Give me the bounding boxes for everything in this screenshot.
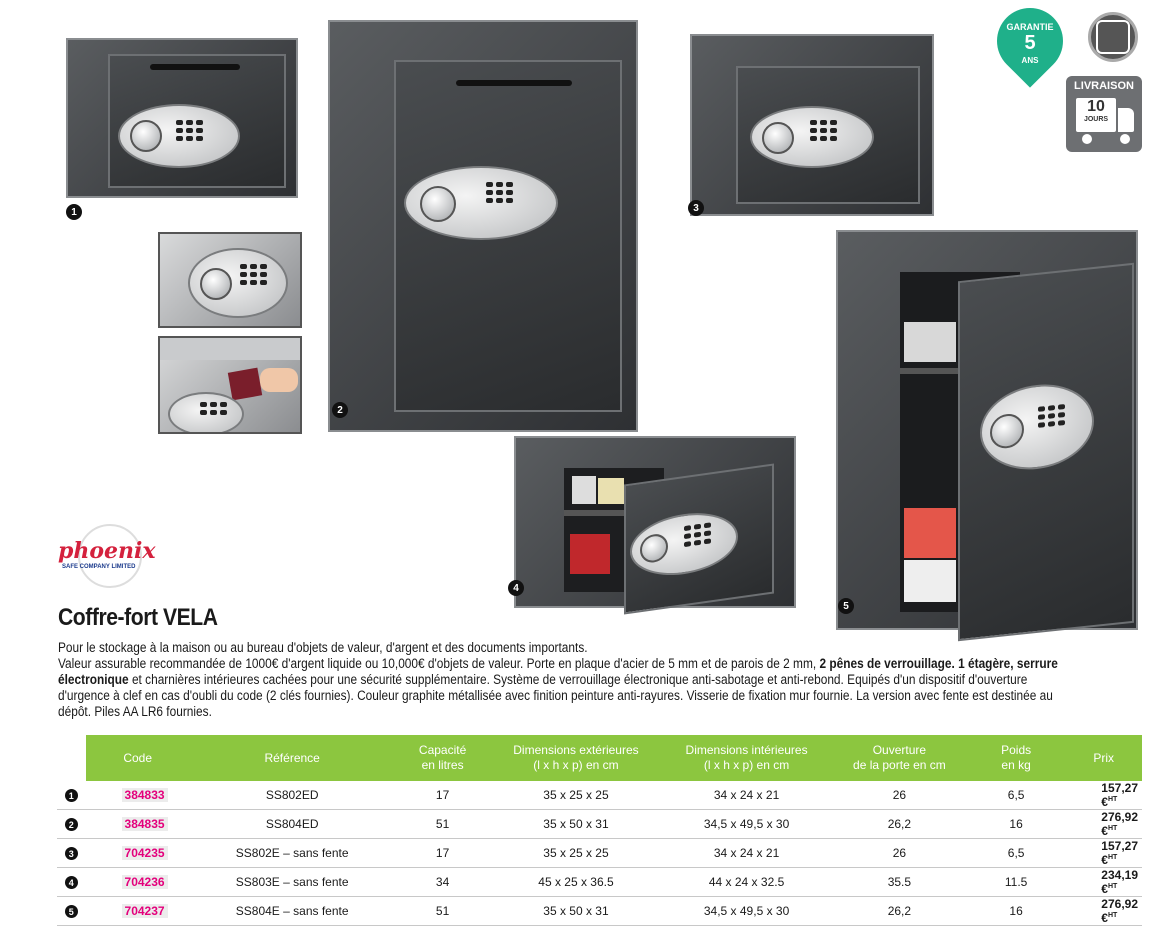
brand-name: phoenix (58, 538, 156, 564)
image-number-5: 5 (838, 598, 854, 614)
row-ouverture: 26 (831, 781, 967, 810)
header-code: Code (85, 735, 190, 781)
garantie-years: 5 (1024, 32, 1036, 54)
row-prix: 157,27 €HT (1065, 781, 1142, 810)
row-reference: SS802E – sans fente (189, 838, 395, 868)
desc-bold: 2 pênes de verrouillage. 1 étagère, serr… (58, 656, 1058, 687)
header-reference: Référence (189, 735, 395, 781)
row-dim-int: 34 x 24 x 21 (661, 838, 832, 868)
row-dim-ext: 35 x 25 x 25 (490, 781, 662, 810)
safe-door (394, 60, 622, 412)
detail-photo-keypad (158, 232, 302, 328)
safe-image-3 (690, 34, 934, 216)
row-number: 2 (64, 818, 78, 832)
keypad-panel (118, 104, 240, 168)
brand-tagline: SAFE COMPANY LIMITED (62, 564, 136, 570)
detail-photo-slot (158, 336, 302, 434)
table-row: 5 704237 SS804E – sans fente 51 35 x 50 … (57, 896, 1142, 926)
image-number-4: 4 (508, 580, 524, 596)
row-code: 384833 (121, 788, 168, 802)
row-code: 384835 (121, 817, 168, 831)
safe-door (736, 66, 920, 204)
table-row: 4 704236 SS803E – sans fente 34 45 x 25 … (57, 867, 1142, 897)
row-poids: 16 (966, 896, 1066, 926)
safe-door (108, 54, 286, 188)
safe-door-open (624, 463, 774, 615)
row-code: 704236 (121, 875, 168, 889)
row-ouverture: 35.5 (831, 867, 967, 897)
truck-icon: 10 JOURS (1076, 98, 1116, 132)
row-prix: 276,92 €HT (1065, 896, 1142, 926)
livraison-badge: LIVRAISON 10 JOURS (1066, 76, 1142, 152)
row-dim-int: 34,5 x 49,5 x 30 (661, 809, 832, 839)
row-code: 704237 (121, 904, 168, 918)
row-dim-ext: 35 x 50 x 31 (490, 896, 662, 926)
row-dim-int: 34,5 x 49,5 x 30 (661, 896, 832, 926)
safe-image-4 (514, 436, 796, 615)
row-number: 5 (64, 905, 78, 919)
garantie-label: GARANTIE (1006, 22, 1054, 32)
image-number-1: 1 (66, 204, 82, 220)
desc-paragraph: Valeur assurable recommandée de 1000€ d'… (58, 656, 1058, 719)
livraison-label: LIVRAISON (1074, 80, 1134, 92)
row-reference: SS804ED (189, 809, 395, 839)
row-ouverture: 26,2 (831, 896, 967, 926)
row-prix: 234,19 €HT (1065, 867, 1142, 897)
keypad-panel (750, 106, 874, 168)
header-prix: Prix (1065, 735, 1142, 781)
row-capacite: 51 (394, 896, 491, 926)
row-capacite: 34 (394, 867, 491, 897)
product-description: Pour le stockage à la maison ou au burea… (58, 640, 1070, 720)
safe-image-5 (836, 230, 1138, 642)
row-ouverture: 26,2 (831, 809, 967, 839)
safe-door-open (958, 262, 1134, 642)
row-reference: SS803E – sans fente (189, 867, 395, 897)
keypad-panel (404, 166, 558, 240)
livraison-days: 10 (1087, 98, 1105, 115)
row-code: 704235 (121, 846, 168, 860)
desc-line-1: Pour le stockage à la maison ou au burea… (58, 640, 588, 655)
row-dim-int: 44 x 24 x 32.5 (661, 867, 832, 897)
row-prix: 276,92 €HT (1065, 809, 1142, 839)
row-capacite: 17 (394, 838, 491, 868)
row-capacite: 17 (394, 781, 491, 810)
row-ouverture: 26 (831, 838, 967, 868)
header-dim-int: Dimensions intérieures(l x h x p) en cm (661, 735, 832, 781)
row-dim-ext: 35 x 50 x 31 (490, 809, 662, 839)
image-number-2: 2 (332, 402, 348, 418)
row-number: 4 (64, 876, 78, 890)
row-reference: SS802ED (189, 781, 395, 810)
row-dim-ext: 35 x 25 x 25 (490, 838, 662, 868)
row-capacite: 51 (394, 809, 491, 839)
table-row: 1 384833 SS802ED 17 35 x 25 x 25 34 x 24… (57, 781, 1142, 810)
row-prix: 157,27 €HT (1065, 838, 1142, 868)
certification-seal-icon (1088, 12, 1138, 62)
row-poids: 11.5 (966, 867, 1066, 897)
row-poids: 6,5 (966, 838, 1066, 868)
table-row: 2 384835 SS804ED 51 35 x 50 x 31 34,5 x … (57, 809, 1142, 839)
row-dim-ext: 45 x 25 x 36.5 (490, 867, 662, 897)
row-number: 1 (64, 789, 78, 803)
image-number-3: 3 (688, 200, 704, 216)
row-poids: 6,5 (966, 781, 1066, 810)
garantie-badge: GARANTIE 5 ANS (997, 8, 1063, 74)
product-title: Coffre-fort VELA (58, 604, 218, 631)
row-number: 3 (64, 847, 78, 861)
safe-image-1 (66, 38, 298, 198)
row-reference: SS804E – sans fente (189, 896, 395, 926)
row-poids: 16 (966, 809, 1066, 839)
phoenix-logo: phoenix SAFE COMPANY LIMITED (58, 524, 158, 588)
garantie-unit: ANS (1021, 56, 1039, 65)
table-row: 3 704235 SS802E – sans fente 17 35 x 25 … (57, 838, 1142, 868)
row-dim-int: 34 x 24 x 21 (661, 781, 832, 810)
header-dim-ext: Dimensions extérieures(l x h x p) en cm (490, 735, 662, 781)
safe-image-2 (328, 20, 638, 432)
livraison-unit: JOURS (1083, 116, 1109, 123)
